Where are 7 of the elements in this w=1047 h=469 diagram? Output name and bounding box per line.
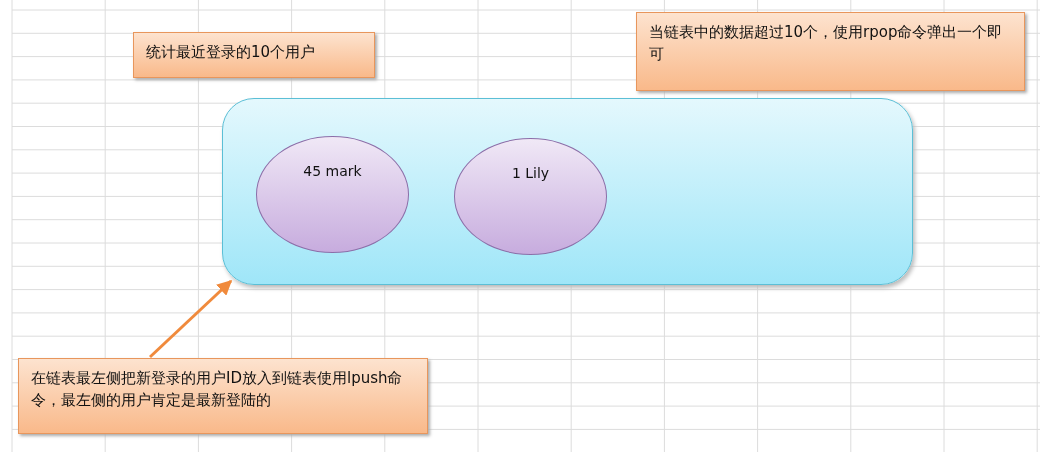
note-box: 在链表最左侧把新登录的用户ID放入到链表使用lpush命令，最左侧的用户肯定是最新登陆的 bbox=[18, 358, 428, 434]
user-ellipse: 45 mark bbox=[256, 136, 409, 253]
user-ellipse: 1 Lily bbox=[454, 138, 607, 255]
arrow bbox=[148, 279, 233, 359]
list-box bbox=[222, 98, 913, 285]
note-box: 统计最近登录的10个用户 bbox=[133, 32, 375, 78]
note-box: 当链表中的数据超过10个，使用rpop命令弹出一个即可 bbox=[636, 12, 1025, 91]
